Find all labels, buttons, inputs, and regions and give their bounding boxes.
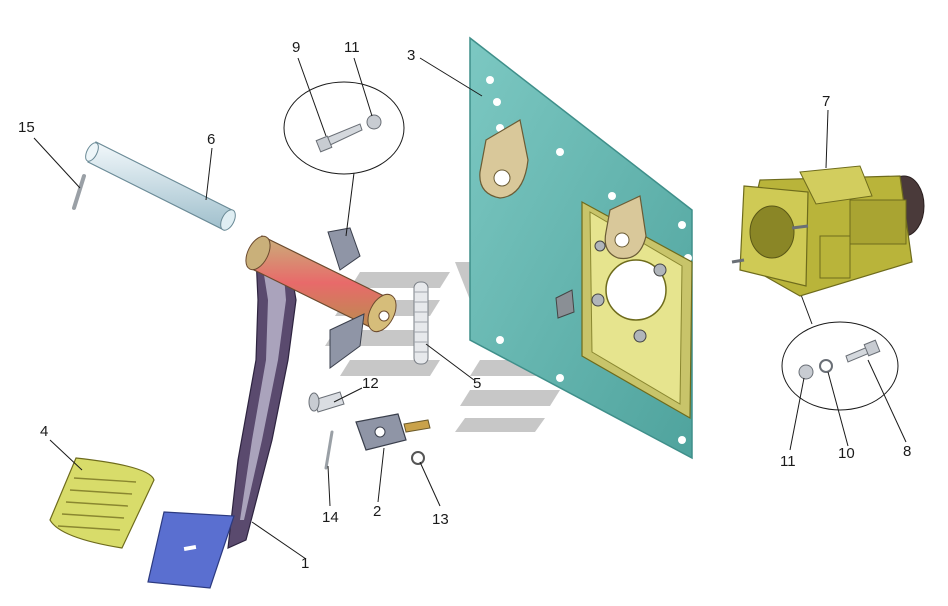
callout-2: 2 — [373, 503, 382, 520]
callout-4: 4 — [40, 423, 49, 440]
cotter-pin-15 — [72, 174, 86, 210]
nut-11-lower — [798, 364, 814, 380]
bolt-9 — [315, 123, 363, 153]
plate-holes — [486, 76, 692, 444]
callout-15: 15 — [18, 119, 35, 136]
nut-11-upper — [366, 114, 382, 130]
clevis-fork-2 — [355, 413, 431, 451]
nut-13 — [411, 451, 425, 465]
detail-inset-lower — [781, 291, 899, 411]
master-cylinder — [731, 165, 925, 297]
callout-8: 8 — [903, 443, 912, 460]
callout-10: 10 — [838, 445, 855, 462]
callout-3: 3 — [407, 47, 416, 64]
washer-10 — [819, 359, 833, 373]
mounting-plate — [469, 36, 693, 460]
leader-lines — [33, 57, 907, 560]
pedal-foot-plate — [147, 511, 235, 589]
callout-13: 13 — [432, 511, 449, 528]
callout-14: 14 — [322, 509, 339, 526]
callout-11-lower: 11 — [780, 453, 796, 470]
callout-9: 9 — [292, 39, 301, 56]
callout-11-upper: 11 — [344, 39, 360, 56]
callout-5: 5 — [473, 375, 482, 392]
pedal-pad-cover — [49, 457, 155, 549]
callout-6: 6 — [207, 131, 216, 148]
callout-1: 1 — [301, 555, 310, 572]
detail-inset-upper — [283, 81, 405, 237]
callout-7: 7 — [822, 93, 831, 110]
callout-12: 12 — [362, 375, 379, 392]
bolt-8 — [845, 339, 881, 363]
clevis-pin-12 — [308, 391, 345, 413]
cotter-pin-14 — [324, 430, 334, 470]
return-spring — [413, 281, 429, 365]
pivot-shaft — [85, 141, 236, 231]
pedal-lever — [227, 227, 397, 549]
